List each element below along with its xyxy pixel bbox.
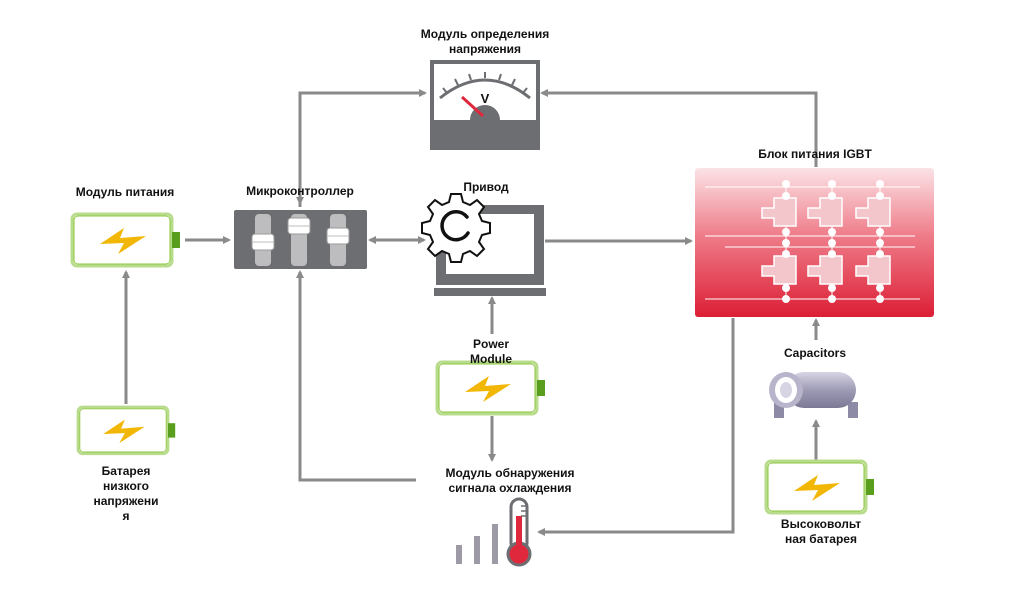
drive-label: Привод	[463, 180, 509, 194]
battery-icon-low-voltage	[76, 405, 177, 456]
capacitors-label: Capacitors	[783, 346, 847, 360]
cooling-module-label: Модуль обнаружения сигнала охлаждения	[445, 466, 575, 495]
power-module-label: Модуль питания	[75, 185, 175, 199]
power-module-small-label: Power Module	[470, 337, 512, 366]
battery-icon-high-voltage	[764, 459, 876, 515]
igbt-circuit-icon	[695, 168, 934, 317]
high-voltage-battery-label: Высоковольт ная батарея	[780, 517, 862, 546]
voltage-module-label: Модуль определения напряжения	[420, 27, 550, 56]
voltmeter-icon	[430, 60, 540, 150]
voltmeter-symbol: V	[480, 91, 490, 106]
capacitor-icon	[769, 372, 858, 418]
battery-icon-power-module	[70, 212, 182, 268]
connections	[122, 89, 820, 536]
bars-icon	[456, 524, 498, 564]
gear-icon	[421, 193, 491, 263]
igbt-block-label: Блок питания IGBT	[758, 147, 872, 161]
low-voltage-battery-label: Батарея низкого напряжени я	[93, 464, 159, 523]
battery-icon-power-module-small	[435, 360, 547, 416]
microcontroller-icon	[234, 210, 367, 269]
microcontroller-label: Микроконтроллер	[246, 184, 354, 198]
thermometer-icon	[506, 497, 532, 567]
